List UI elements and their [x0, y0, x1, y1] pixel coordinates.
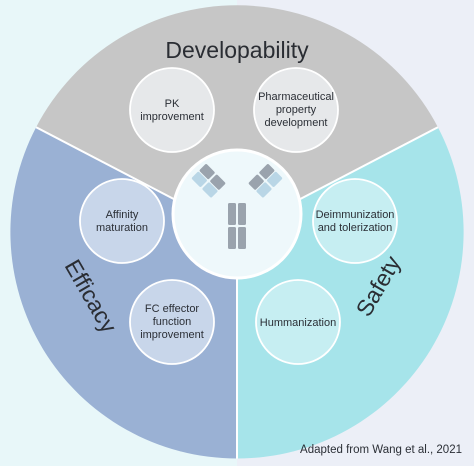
node-pk-line-1: PK [165, 98, 180, 110]
center-circle [171, 148, 303, 280]
node-deimmunization-line-1: Deimmunization [316, 209, 395, 221]
node-humanization: Hummanization [255, 279, 341, 365]
node-pk-line-2: improvement [140, 111, 204, 123]
node-fc-line-2: function [153, 316, 192, 328]
node-pk-improvement: PK improvement [129, 67, 215, 153]
source-caption: Adapted from Wang et al., 2021 [300, 444, 462, 456]
node-fc-line-1: FC effector [145, 303, 200, 315]
node-deimmunization-line-2: and tolerization [318, 222, 393, 234]
node-affinity-maturation: Affinity maturation [79, 178, 165, 264]
antibody-icon [191, 164, 283, 249]
node-fc-line-3: improvement [140, 329, 204, 341]
developability-label: Developability [165, 37, 309, 63]
node-pharma-line-3: development [265, 117, 328, 129]
node-pharmaceutical-property: Pharmaceutical property development [253, 67, 339, 153]
node-affinity-line-1: Affinity [106, 209, 139, 221]
node-pharma-line-2: property [276, 104, 317, 116]
node-deimmunization: Deimmunization and tolerization [312, 178, 398, 264]
node-fc-effector: FC effector function improvement [129, 279, 215, 365]
developability-sector [36, 5, 438, 232]
node-pharma-line-1: Pharmaceutical [258, 91, 334, 103]
node-humanization-line-1: Hummanization [260, 317, 336, 329]
node-affinity-line-2: maturation [96, 222, 148, 234]
